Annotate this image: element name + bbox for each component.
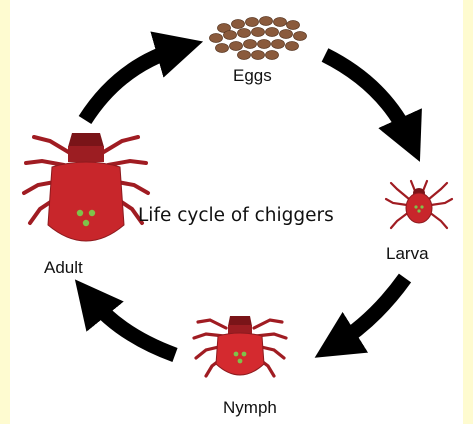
adult-label: Adult: [44, 258, 83, 278]
arrow-eggs-to-larva: [325, 55, 410, 140]
nymph-label: Nymph: [223, 398, 277, 418]
nymph-illustration: [194, 316, 286, 376]
larva-label: Larva: [386, 244, 429, 264]
diagram-title: Life cycle of chiggers: [138, 205, 334, 226]
larva-illustration: [386, 181, 452, 228]
adult-illustration: [24, 133, 148, 241]
eggs-label: Eggs: [233, 66, 272, 86]
eggs-illustration: [210, 17, 307, 60]
life-cycle-diagram: Eggs Larva Nymph Adult Life cycle of chi…: [10, 0, 463, 424]
arrow-larva-to-nymph: [335, 278, 405, 345]
arrow-adult-to-eggs: [85, 48, 180, 120]
arrow-nymph-to-adult: [90, 298, 175, 355]
